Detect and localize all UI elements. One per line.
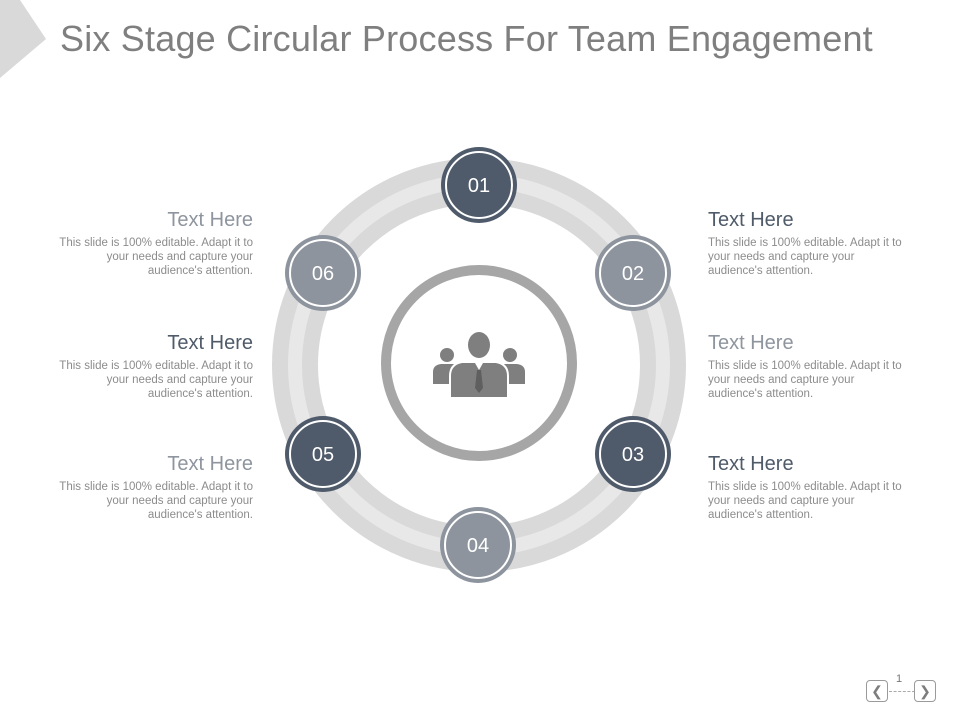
stage-number: 03: [622, 444, 644, 466]
stage-node-02: 02: [595, 235, 671, 311]
text-block-body: This slide is 100% editable. Adapt it to…: [708, 481, 902, 521]
next-slide-button[interactable]: ❯: [914, 680, 936, 702]
text-block-heading: Text Here: [167, 332, 253, 354]
stage-number: 02: [622, 263, 644, 285]
slide-title: Six Stage Circular Process For Team Enga…: [60, 18, 873, 59]
text-block-heading: Text Here: [708, 209, 794, 231]
text-block-heading: Text Here: [708, 332, 794, 354]
corner-arrow-decoration: [0, 0, 46, 78]
chevron-right-icon: ❯: [919, 682, 931, 699]
text-block-body: This slide is 100% editable. Adapt it to…: [59, 237, 253, 277]
stage-node-06: 06: [285, 235, 361, 311]
stage-node-03: 03: [595, 416, 671, 492]
stage-node-01: 01: [441, 147, 517, 223]
stage-number: 04: [467, 535, 489, 557]
stage-number: 05: [312, 444, 334, 466]
text-block-heading: Text Here: [708, 453, 794, 475]
team-people-icon: [433, 332, 525, 399]
text-block-body: This slide is 100% editable. Adapt it to…: [708, 360, 902, 400]
text-block-body: This slide is 100% editable. Adapt it to…: [59, 481, 253, 521]
stage-number: 06: [312, 263, 334, 285]
prev-slide-button[interactable]: ❮: [866, 680, 888, 702]
stage-node-05: 05: [285, 416, 361, 492]
text-block-body: This slide is 100% editable. Adapt it to…: [708, 237, 902, 277]
chevron-left-icon: ❮: [871, 682, 883, 699]
stage-node-04: 04: [440, 507, 516, 583]
stage-number: 01: [468, 175, 490, 197]
text-block-heading: Text Here: [167, 209, 253, 231]
text-block-body: This slide is 100% editable. Adapt it to…: [59, 360, 253, 400]
text-block-heading: Text Here: [167, 453, 253, 475]
page-divider: [889, 691, 915, 692]
page-number: 1: [896, 673, 903, 685]
